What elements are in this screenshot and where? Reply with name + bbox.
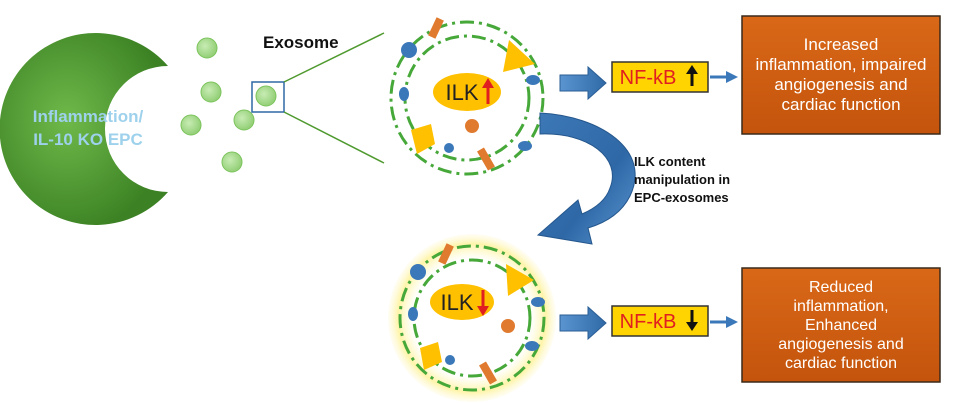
membrane-protein-orange [428, 17, 444, 39]
outcome-text-top: Increased inflammation, impaired angioge… [742, 16, 940, 134]
ilk-oval [430, 284, 494, 320]
zoom-line-top [283, 32, 385, 83]
arrow-to-outcome-bottom [710, 316, 738, 328]
outcome-top-line: cardiac function [781, 95, 901, 114]
exosome-label: Exosome [263, 33, 339, 52]
membrane-protein-blue [444, 143, 454, 153]
epc-cell: Inflammation/ IL-10 KO EPC [0, 33, 168, 225]
ilk-oval [433, 73, 501, 111]
manipulation-label-line1: ILK content [634, 154, 706, 169]
vesicle [233, 109, 255, 131]
outcome-bottom-line: inflammation, [793, 297, 889, 315]
membrane-protein-yellow [503, 40, 535, 72]
membrane-protein-blue [399, 87, 409, 101]
vesicle [180, 114, 202, 136]
exosome-outer-membrane [398, 244, 546, 392]
vesicle [255, 85, 277, 107]
ilk-down-arrow-icon [477, 290, 489, 316]
vesicle [221, 151, 243, 173]
cell-label-line1: Inflammation/ [33, 107, 144, 126]
nfkb-box-bottom: NF-kB [611, 305, 709, 337]
outcome-box-bottom [741, 267, 941, 383]
outcome-bottom-line: Reduced [808, 278, 874, 296]
membrane-protein-orange [479, 361, 497, 385]
cell-label-line2: IL-10 KO EPC [33, 130, 143, 149]
outcome-box-top [741, 15, 941, 135]
ilk-up-arrow-icon [482, 78, 494, 104]
exosome-outer-membrane [389, 20, 545, 176]
nfkb-up-arrow-icon [686, 65, 698, 86]
membrane-protein-blue [526, 75, 540, 85]
nfkb-box-top: NF-kB [611, 61, 709, 93]
manipulation-curved-arrow [536, 112, 636, 245]
zoom-selection-box [251, 81, 285, 113]
manipulation-label-line2: manipulation in [634, 172, 730, 187]
top-exosome: ILK [389, 17, 545, 176]
manipulation-label-line3: EPC-exosomes [634, 190, 729, 205]
outcome-top-line: inflammation, impaired [755, 55, 927, 74]
nfkb-down-arrow-icon [686, 310, 698, 331]
ilk-label: ILK [445, 80, 478, 105]
outcome-bottom-line: Enhanced [804, 316, 878, 334]
membrane-protein-blue [525, 341, 539, 351]
outcome-text-bottom: Reduced inflammation, Enhanced angiogene… [742, 268, 940, 382]
vesicle [200, 81, 222, 103]
outcome-bottom-line: angiogenesis and [778, 335, 904, 353]
membrane-protein-orange-dot [501, 319, 515, 333]
membrane-protein-blue [401, 42, 417, 58]
membrane-protein-yellow [506, 264, 534, 296]
flow-arrow-top [559, 65, 607, 101]
arrow-to-outcome-top [710, 71, 738, 83]
released-vesicles [180, 37, 277, 173]
outcome-top-line: Increased [803, 35, 879, 54]
membrane-protein-orange [438, 243, 454, 265]
membrane-protein-blue [445, 355, 455, 365]
outcome-top-line: angiogenesis and [774, 75, 908, 94]
membrane-protein-yellow [411, 124, 435, 154]
flow-arrow-bottom [559, 305, 607, 341]
ilk-label: ILK [440, 290, 473, 315]
membrane-protein-orange [477, 147, 495, 171]
membrane-protein-orange-dot [465, 119, 479, 133]
vesicle [196, 37, 218, 59]
nfkb-label-bottom: NF-kB [620, 311, 677, 333]
nfkb-label-top: NF-kB [620, 67, 677, 89]
epc-cell-body [0, 33, 168, 225]
membrane-protein-blue [408, 307, 418, 321]
bottom-exosome: ILK [388, 234, 556, 402]
zoom-line-bottom [283, 111, 385, 164]
membrane-protein-blue [410, 264, 426, 280]
outcome-bottom-line: cardiac function [784, 354, 898, 372]
membrane-protein-blue [518, 141, 532, 151]
membrane-protein-blue [531, 297, 545, 307]
membrane-protein-yellow [420, 342, 442, 370]
